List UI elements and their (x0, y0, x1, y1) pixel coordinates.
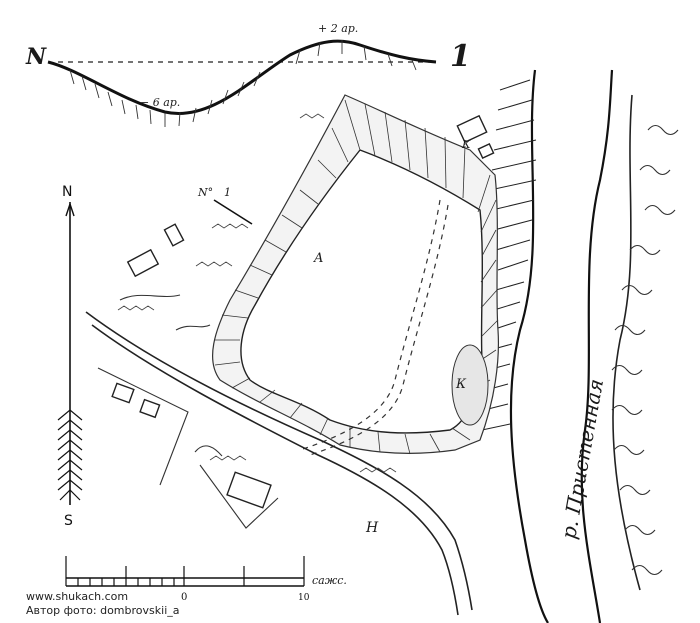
section-label: N° (197, 186, 213, 199)
scale-unit: сажс. (312, 574, 347, 587)
north-arrow: N S (57, 184, 83, 529)
scale-tick-zero: 0 (181, 592, 187, 603)
profile-top-mark: + 2 ар. (318, 22, 358, 35)
profile-right-label: 1 (450, 39, 471, 74)
profile-bottom-mark: − 6 ар. (140, 96, 180, 109)
section-line: N° 1 (197, 186, 253, 225)
fort-letter: A (313, 251, 323, 266)
site-credit: www.shukach.com (26, 590, 129, 603)
building-1 (126, 248, 160, 278)
scale-tick-ten: 10 (298, 593, 310, 603)
building-7 (477, 143, 495, 159)
buildings (111, 114, 495, 509)
section-number: 1 (224, 186, 231, 199)
author-credit: Автор фото: dombrovskii_a (26, 604, 180, 617)
cross-section-profile: N 1 + 2 ар. − 6 ар. (25, 22, 471, 127)
house-letter: К (461, 138, 471, 151)
fort-enclosure: К A (212, 94, 499, 456)
building-5 (226, 471, 272, 509)
river: р. Пристенная (509, 69, 679, 623)
terrain-marks (117, 113, 397, 473)
compass-north-label: N (62, 184, 72, 200)
building-2 (163, 223, 185, 247)
road (85, 311, 473, 616)
scale-bar: 0 10 сажс. (65, 556, 347, 603)
bottom-letter: Н (365, 520, 379, 536)
knoll (451, 344, 489, 426)
building-4 (139, 398, 161, 419)
fences (97, 294, 279, 529)
pit-letter: К (455, 377, 467, 392)
building-3 (111, 382, 135, 404)
building-6 (456, 114, 488, 144)
profile-left-label: N (25, 44, 47, 70)
compass-south-label: S (64, 513, 73, 529)
